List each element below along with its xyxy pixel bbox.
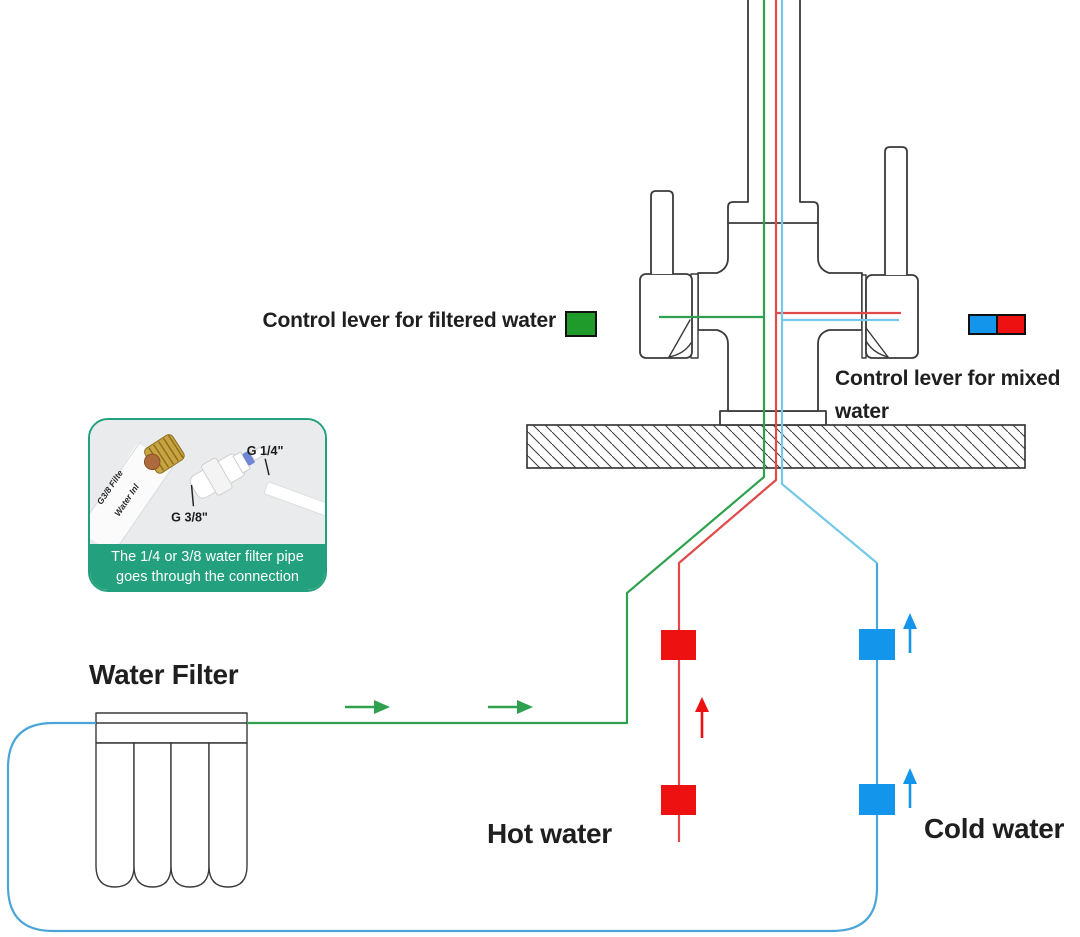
connector-photo: G3/8 Filte Water Inl — [90, 420, 325, 544]
cold-water-label: Cold water — [924, 813, 1065, 844]
hot-flow-arrow — [695, 697, 709, 738]
cold-flow-arrow-1 — [903, 613, 917, 653]
legend-mixed-label: Control lever for mixed water — [835, 367, 1061, 423]
g38-label: G 3/8" — [171, 511, 208, 525]
g14-label: G 1/4" — [247, 444, 284, 458]
cold-flow-arrow-2 — [903, 768, 917, 808]
water-filter-label: Water Filter — [89, 659, 239, 690]
hot-valve-square-top — [661, 630, 696, 660]
cold-valve-square-top — [859, 629, 895, 660]
brass-fitting — [143, 434, 185, 474]
blue-collet — [242, 451, 255, 466]
connector-inset-card: G3/8 Filte Water Inl — [88, 418, 327, 592]
hot-water-label: Hot water — [487, 818, 612, 849]
filtered-water-lever — [650, 190, 674, 275]
cold-valve-square-bottom — [859, 784, 895, 815]
g14-pointer — [264, 458, 270, 476]
faucet-base-plate — [719, 410, 827, 426]
mixed-water-valve — [865, 274, 919, 359]
connector-photo-drawing: G3/8 Filte Water Inl — [90, 434, 325, 544]
cold-water-pipe — [6, 0, 899, 933]
legend-mixed-swatch-red — [998, 316, 1024, 333]
filtered-water-pipe — [247, 0, 766, 725]
inset-caption: The 1/4 or 3/8 water filter pipe goes th… — [90, 544, 325, 590]
faucet-outline — [639, 0, 919, 426]
g38-pointer — [190, 484, 195, 507]
filtered-flow-arrow-2 — [488, 700, 533, 714]
legend-filtered-swatch — [565, 311, 597, 337]
inset-caption-line2: goes through the connection — [116, 569, 299, 585]
quick-connector — [189, 445, 267, 499]
filtered-flow-arrow-1 — [345, 700, 390, 714]
legend-mixed-swatch — [968, 314, 1026, 335]
hot-water-pipe — [677, 0, 901, 842]
legend-mixed-swatch-blue — [970, 316, 998, 333]
hot-valve-square-bottom — [661, 785, 696, 815]
water-filter-unit — [95, 712, 248, 888]
legend-filtered-label: Control lever for filtered water — [262, 309, 557, 332]
inset-caption-line1: The 1/4 or 3/8 water filter pipe — [111, 549, 304, 565]
faucet-body — [697, 0, 863, 412]
mixed-water-lever — [884, 146, 908, 276]
outgoing-pipe — [263, 481, 325, 517]
